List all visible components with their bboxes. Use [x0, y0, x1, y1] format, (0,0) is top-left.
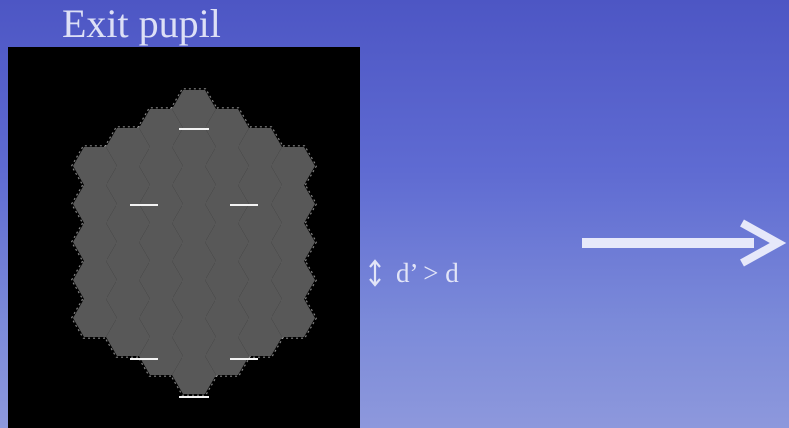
separation-annotation: d’ > d [368, 258, 459, 288]
up-down-arrow-icon [368, 258, 382, 288]
right-arrow-icon [582, 218, 788, 268]
exit-pupil-image [8, 47, 360, 428]
separation-label: d’ > d [396, 258, 459, 288]
segmented-mirror [8, 47, 360, 428]
exit-pupil-title: Exit pupil [62, 2, 221, 46]
